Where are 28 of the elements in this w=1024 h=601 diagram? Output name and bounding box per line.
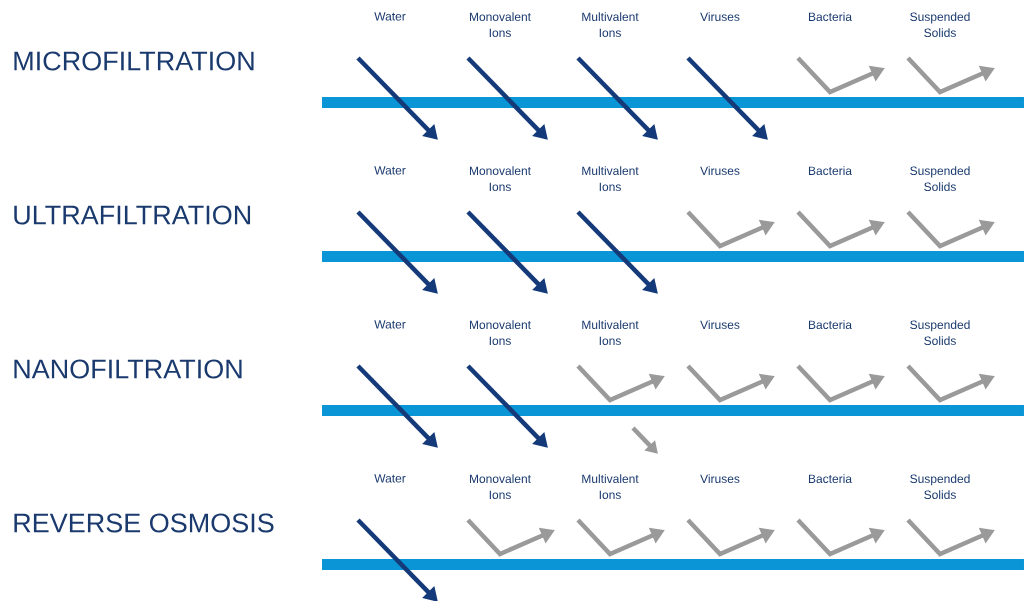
particle-label: Multivalent Ions <box>582 12 639 37</box>
particle-label: Multivalent Ions <box>582 166 639 191</box>
particle-label: Bacteria <box>809 474 852 483</box>
process-label: NANOFILTRATION <box>14 359 242 379</box>
particle-label: Bacteria <box>809 166 852 175</box>
particle-label: Water <box>374 12 406 21</box>
particle-label: Suspended Solids <box>910 320 970 345</box>
particle-label: Multivalent Ions <box>582 474 639 499</box>
process-label: ULTRAFILTRATION <box>14 205 251 225</box>
particle-label: Viruses <box>700 320 740 329</box>
particle-label: Viruses <box>700 474 740 483</box>
process-label: MICROFILTRATION <box>14 51 254 71</box>
process-label: REVERSE OSMOSIS <box>14 513 274 533</box>
particle-label: Multivalent Ions <box>582 320 639 345</box>
particle-label: Bacteria <box>809 320 852 329</box>
particle-label: Monovalent Ions <box>470 474 531 499</box>
particle-label: Bacteria <box>809 12 852 21</box>
particle-label: Monovalent Ions <box>470 12 531 37</box>
particle-label: Suspended Solids <box>910 474 970 499</box>
particle-label: Water <box>374 474 406 483</box>
particle-label: Water <box>374 320 406 329</box>
particle-label: Viruses <box>700 12 740 21</box>
particle-label: Suspended Solids <box>910 12 970 37</box>
particle-label: Water <box>374 166 406 175</box>
particle-label: Monovalent Ions <box>470 320 531 345</box>
particle-label: Suspended Solids <box>910 166 970 191</box>
particle-label: Monovalent Ions <box>470 166 531 191</box>
particle-label: Viruses <box>700 166 740 175</box>
